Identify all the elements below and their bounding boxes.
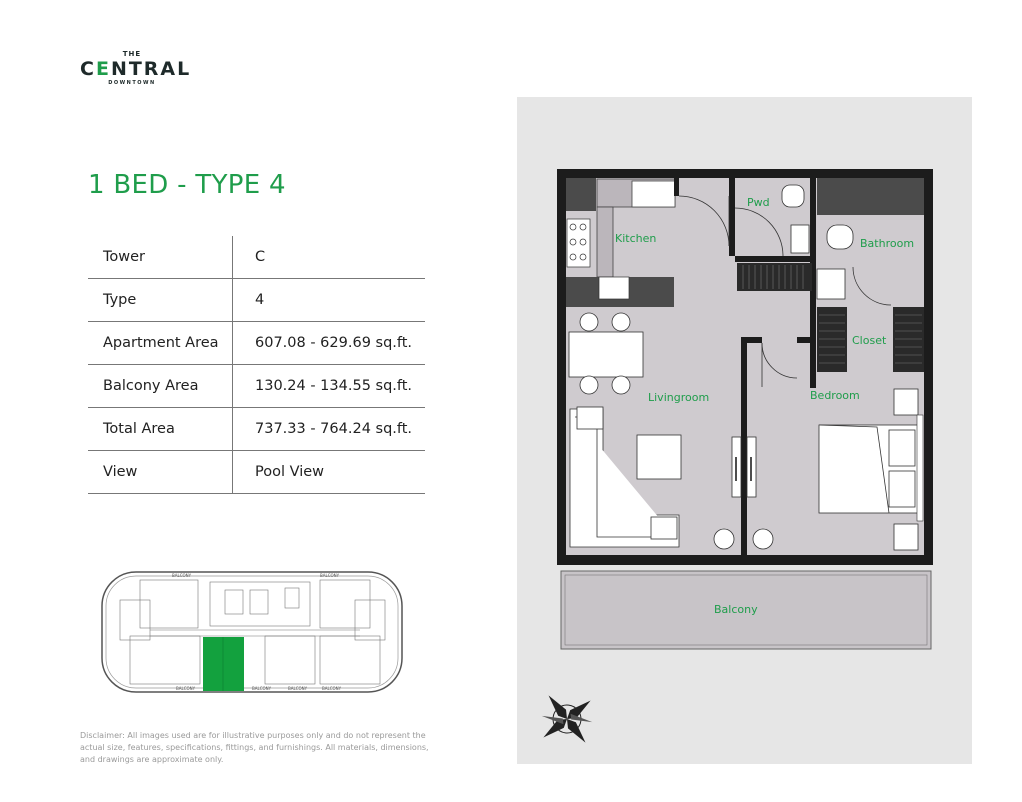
logo-ntral: NTRAL bbox=[110, 58, 192, 80]
spec-label: Apartment Area bbox=[88, 321, 233, 365]
room-label-balcony: Balcony bbox=[714, 603, 758, 616]
key-plan-label: BALCONY bbox=[176, 686, 196, 691]
balcony-area bbox=[560, 570, 932, 650]
key-plan-label: BALCONY bbox=[252, 686, 272, 691]
spec-label: Balcony Area bbox=[88, 364, 233, 408]
spec-value: C bbox=[232, 236, 425, 279]
key-plan-label: BALCONY bbox=[320, 573, 340, 578]
disclaimer-text: Disclaimer: All images used are for illu… bbox=[80, 731, 429, 764]
key-plan-label: BALCONY bbox=[172, 573, 192, 578]
dining-table bbox=[568, 312, 644, 395]
key-plan-unit-highlight bbox=[203, 637, 244, 691]
sofa bbox=[569, 406, 680, 548]
room-label-closet: Closet bbox=[852, 334, 887, 347]
coffee-table bbox=[636, 434, 682, 480]
interior-walls bbox=[674, 178, 816, 555]
room-label-livingroom: Livingroom bbox=[648, 391, 709, 404]
compass-icon bbox=[541, 695, 593, 743]
floor-plan-panel: Kitchen Pwd Bathroom Closet Livingroom B… bbox=[517, 97, 972, 764]
spec-label: View bbox=[88, 450, 233, 494]
floor-plan: Kitchen Pwd Bathroom Closet Livingroom B… bbox=[541, 169, 933, 743]
exterior-walls bbox=[557, 169, 933, 565]
logo-e: E bbox=[95, 58, 111, 80]
key-plan: BALCONY BALCONY BALCONY BALCONY BALCONY … bbox=[101, 571, 403, 693]
room-label-bathroom: Bathroom bbox=[860, 237, 914, 250]
spec-value: Pool View bbox=[232, 450, 425, 494]
spec-value: 130.24 - 134.55 sq.ft. bbox=[232, 364, 425, 408]
brand-logo: THE CENTRAL DOWNTOWN bbox=[80, 50, 189, 86]
spec-label: Total Area bbox=[88, 407, 233, 451]
logo-line-downtown: DOWNTOWN bbox=[108, 80, 156, 86]
key-plan-label: BALCONY bbox=[322, 686, 342, 691]
logo-line-central: CENTRAL bbox=[80, 58, 189, 80]
spec-value: 4 bbox=[232, 278, 425, 322]
room-label-bedroom: Bedroom bbox=[810, 389, 860, 402]
page-title: 1 BED - TYPE 4 bbox=[88, 170, 286, 200]
room-label-pwd: Pwd bbox=[747, 196, 770, 209]
key-plan-outline bbox=[101, 571, 403, 693]
spec-label: Tower bbox=[88, 236, 233, 279]
room-label-kitchen: Kitchen bbox=[615, 232, 656, 245]
spec-value: 737.33 - 764.24 sq.ft. bbox=[232, 407, 425, 451]
logo-line-the: THE bbox=[122, 50, 142, 58]
spec-label: Type bbox=[88, 278, 233, 322]
spec-value: 607.08 - 629.69 sq.ft. bbox=[232, 321, 425, 365]
logo-c: C bbox=[80, 58, 96, 80]
key-plan-label: BALCONY bbox=[288, 686, 308, 691]
bed bbox=[818, 424, 920, 514]
